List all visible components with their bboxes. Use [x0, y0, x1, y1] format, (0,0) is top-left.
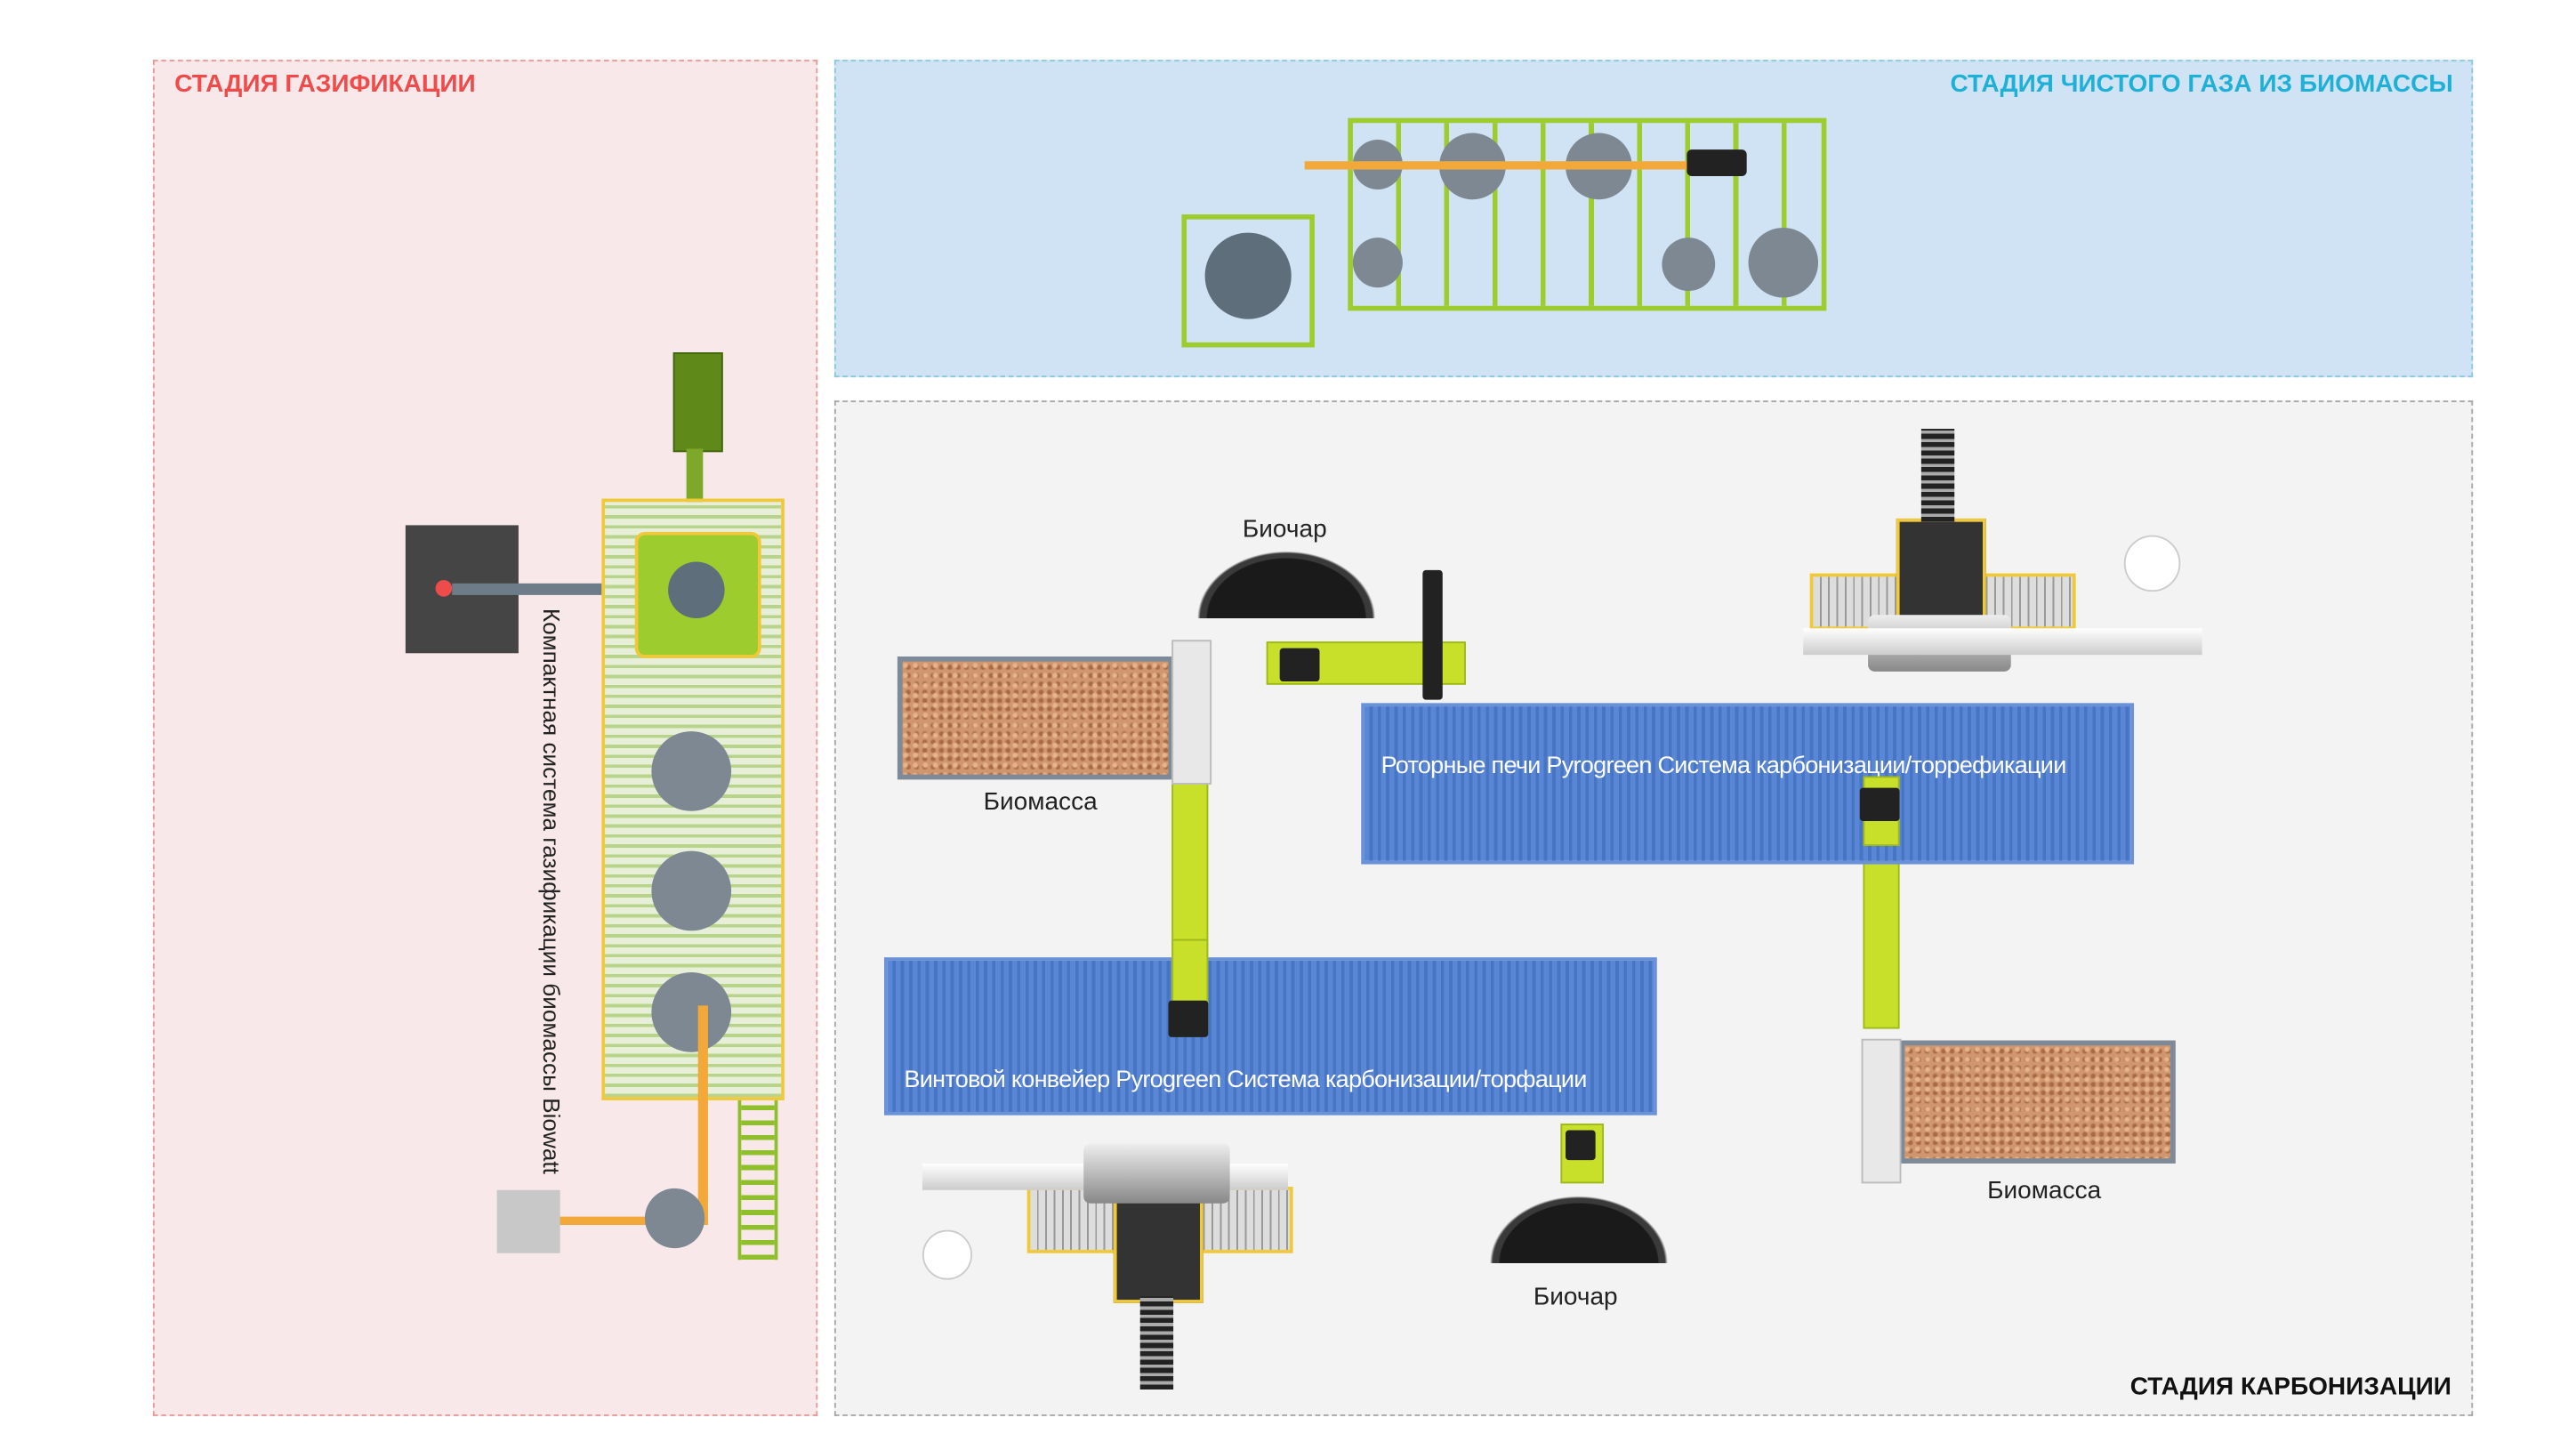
inlet-vessel	[1204, 232, 1292, 319]
conveyor-hopper-2	[1861, 1038, 1902, 1184]
biochar-label-1: Биочар	[1242, 515, 1327, 544]
biochar-label-2: Биочар	[1533, 1283, 1618, 1312]
biomass-bin-2	[1899, 1040, 2176, 1164]
gasification-stage-title: СТАДИЯ ГАЗИФИКАЦИИ	[174, 69, 476, 99]
biomass-label-1: Биомасса	[983, 787, 1098, 817]
kiln-drum-bottom	[1083, 1143, 1230, 1204]
scrubber-small-2	[1352, 238, 1403, 288]
rotary-kiln-label: Роторные печи Pyrogreen Система карбониз…	[1381, 753, 2067, 780]
gas-blower	[1686, 149, 1747, 177]
biochar-pile-2	[1477, 1187, 1680, 1263]
orange-pipe	[697, 1005, 708, 1222]
kiln-pipe-top	[1803, 628, 2202, 656]
carbonization-stage-title: СТАДИЯ КАРБОНИЗАЦИИ	[2129, 1373, 2451, 1402]
gas-pipe-orange	[1304, 161, 1704, 170]
clean-gas-stage-title: СТАДИЯ ЧИСТОГО ГАЗА ИЗ БИОМАССЫ	[1950, 69, 2453, 99]
conveyor-motor-2	[1859, 787, 1900, 821]
carbonization-stage-panel: СТАДИЯ КАРБОНИЗАЦИИ	[833, 400, 2474, 1416]
gas-inlet-unit	[1181, 214, 1315, 348]
screw-conveyor-container: Винтовой конвейер Pyrogreen Система карб…	[883, 957, 1657, 1116]
biomass-label-2: Биомасса	[1987, 1176, 2102, 1205]
reactor-core	[668, 561, 725, 619]
discharge-motor-2	[1566, 1130, 1596, 1161]
rotary-kiln-container: Роторные печи Pyrogreen Система карбониз…	[1361, 703, 2135, 865]
filter-tank-1	[1662, 238, 1716, 291]
cyclone-top	[2123, 535, 2181, 592]
screw-conveyor-label: Винтовой конвейер Pyrogreen Система карб…	[904, 1067, 1587, 1094]
filter-tank-2	[1748, 227, 1819, 298]
cyclone-bottom	[922, 1229, 973, 1280]
kiln-feed-chute-bottom	[1113, 1187, 1203, 1303]
orange-pipe-2	[558, 1216, 708, 1226]
biochar-pile-1	[1185, 542, 1389, 619]
red-valve-icon	[435, 580, 453, 597]
pump-tank	[644, 1188, 705, 1249]
valve-stack	[1422, 569, 1443, 700]
gasification-system-label: Компактная система газификации биомассы …	[538, 608, 566, 1174]
cyclone-3	[651, 972, 732, 1052]
ladder	[737, 1100, 778, 1261]
cyclone-1	[651, 731, 732, 811]
filter-box	[496, 1189, 560, 1253]
feed-hopper	[672, 352, 723, 453]
cyclone-2	[651, 850, 732, 931]
kiln-belt-bottom	[1139, 1296, 1174, 1390]
kiln-belt-top	[1920, 429, 1955, 522]
kiln-feed-chute-top	[1896, 518, 1986, 629]
conveyor-hopper-1	[1171, 640, 1212, 785]
gray-pipe	[452, 583, 602, 595]
biomass-bin-1	[897, 657, 1174, 780]
conveyor-motor-1	[1168, 1000, 1209, 1037]
discharge-motor-1	[1279, 648, 1320, 682]
